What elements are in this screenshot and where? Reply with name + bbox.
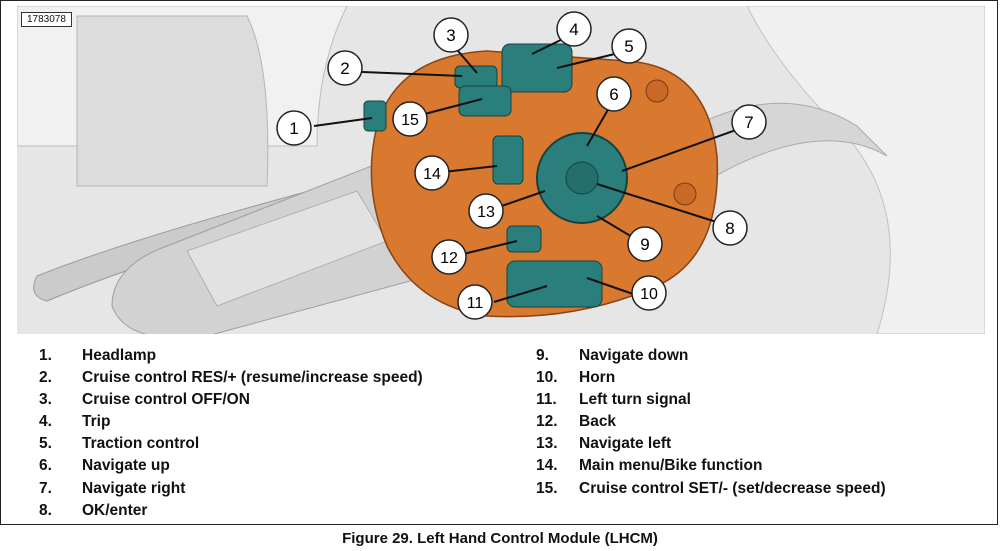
callout-11: 11: [457, 284, 493, 320]
callout-1: 1: [276, 110, 312, 146]
svg-text:9: 9: [640, 235, 649, 254]
figure-caption: Figure 29. Left Hand Control Module (LHC…: [342, 530, 658, 547]
legend-item: 4.Trip: [39, 413, 111, 431]
callout-group: 1 2 3 4 5 6 7 8 9 10 11 12 13 14 15: [276, 11, 767, 320]
screw: [645, 79, 669, 103]
svg-text:12: 12: [440, 250, 458, 267]
legend-item: 3.Cruise control OFF/ON: [39, 391, 250, 409]
screw: [673, 182, 697, 206]
legend-item: 2.Cruise control RES/+ (resume/increase …: [39, 369, 423, 387]
callout-12: 12: [431, 239, 467, 275]
svg-text:11: 11: [467, 295, 484, 312]
legend-item: 14.Main menu/Bike function: [536, 457, 763, 475]
svg-text:14: 14: [423, 166, 441, 183]
callout-2: 2: [327, 50, 363, 86]
legend-item: 8.OK/enter: [39, 501, 148, 519]
legend-item: 13.Navigate left: [536, 435, 672, 453]
callout-7: 7: [731, 104, 767, 140]
legend-item: 9.Navigate down: [536, 347, 689, 364]
legend-left-column: 1.Headlamp 2.Cruise control RES/+ (resum…: [39, 345, 423, 522]
legend-item: 6.Navigate up: [39, 457, 170, 475]
callout-15: 15: [392, 101, 428, 137]
legend-item: 1.Headlamp: [39, 347, 157, 364]
callout-14: 14: [414, 155, 450, 191]
callout-6: 6: [596, 76, 632, 112]
svg-text:1: 1: [289, 119, 298, 138]
menu-button: [492, 135, 524, 185]
callout-5: 5: [611, 28, 647, 64]
svg-text:15: 15: [401, 112, 419, 129]
fairing-right: [746, 6, 985, 334]
ok-enter-button: [565, 161, 599, 195]
figure-id: 1783078: [21, 12, 72, 27]
svg-text:10: 10: [640, 286, 658, 303]
legend-right-column: 9.Navigate down 10.Horn 11.Left turn sig…: [536, 345, 886, 500]
mirror-panel: [76, 15, 269, 187]
legend-item: 15.Cruise control SET/- (set/decrease sp…: [536, 479, 886, 497]
legend-item: 12.Back: [536, 413, 617, 431]
callout-8: 8: [712, 210, 748, 246]
trip-traction-buttons: [501, 43, 573, 93]
back-button: [506, 225, 542, 253]
svg-text:5: 5: [624, 37, 633, 56]
headlamp-switch: [363, 100, 387, 132]
svg-text:2: 2: [340, 59, 349, 78]
svg-text:3: 3: [446, 26, 455, 45]
cruise-on-off-switch: [454, 65, 498, 89]
callout-10: 10: [631, 275, 667, 311]
callout-9: 9: [627, 226, 663, 262]
svg-text:8: 8: [725, 219, 734, 238]
callout-3: 3: [433, 17, 469, 53]
cruise-res-set-switch: [458, 85, 512, 117]
svg-text:6: 6: [609, 85, 618, 104]
lhcm-illustration: 1 2 3 4 5 6 7 8 9 10 11 12 13 14 15: [17, 6, 985, 334]
figure-frame: 1 2 3 4 5 6 7 8 9 10 11 12 13 14 15 1783…: [0, 0, 998, 525]
legend-item: 11.Left turn signal: [536, 391, 691, 409]
legend-item: 5.Traction control: [39, 435, 200, 453]
legend-item: 7.Navigate right: [39, 479, 186, 497]
svg-text:7: 7: [744, 113, 753, 132]
svg-text:4: 4: [569, 20, 578, 39]
callout-13: 13: [468, 193, 504, 229]
callout-4: 4: [556, 11, 592, 47]
svg-text:13: 13: [477, 204, 495, 221]
turn-horn-buttons: [506, 260, 603, 308]
legend-item: 10.Horn: [536, 369, 616, 387]
